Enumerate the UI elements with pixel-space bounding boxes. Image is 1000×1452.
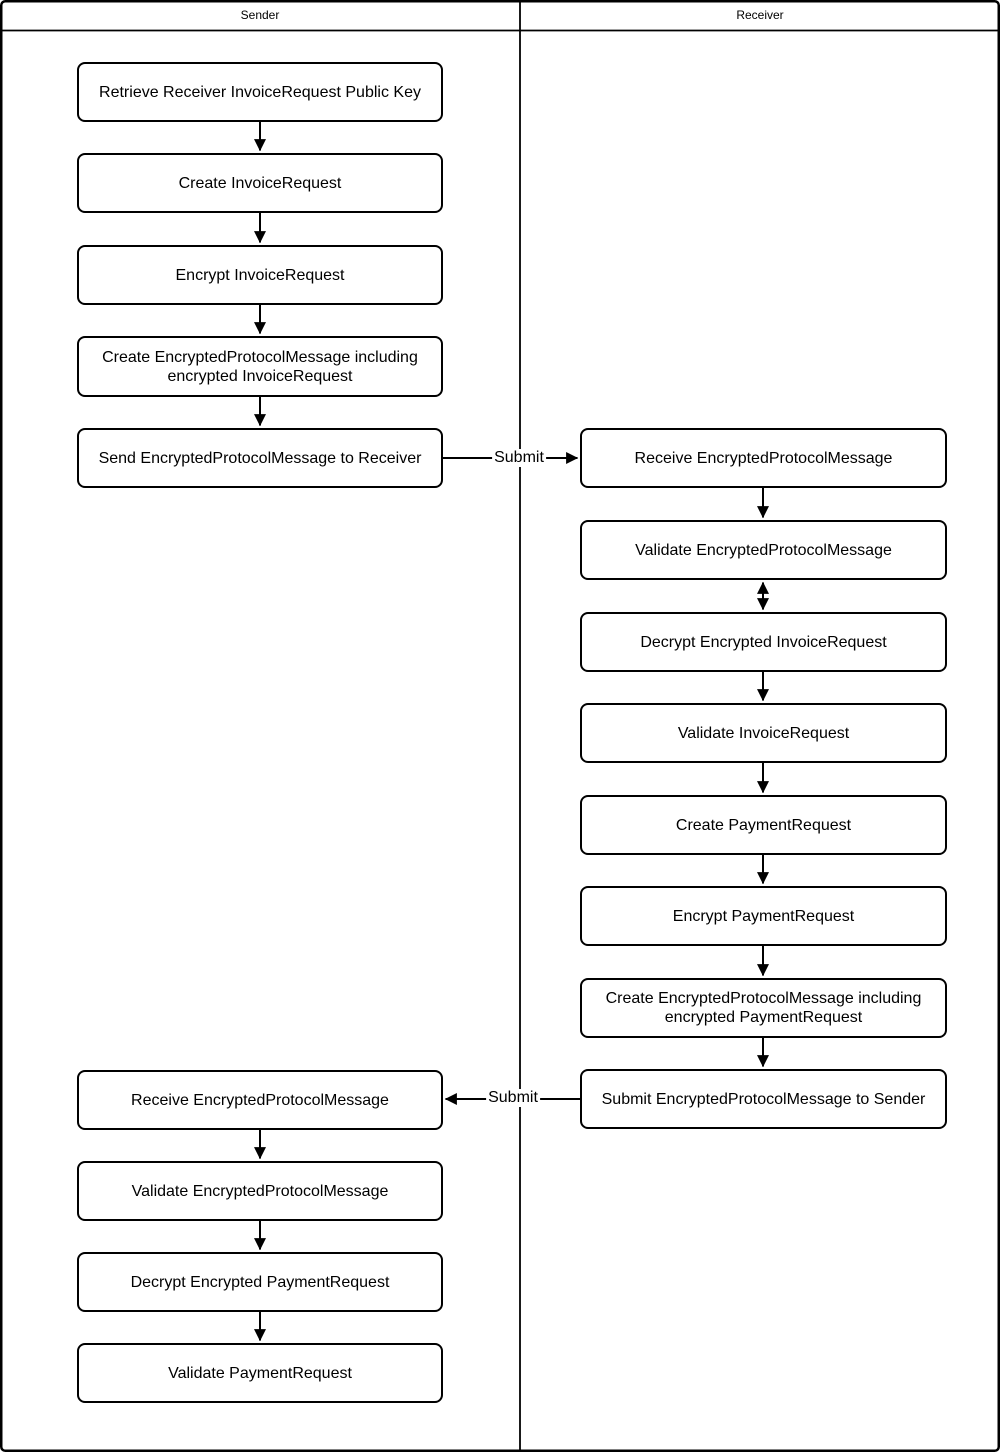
flow-node-create-invoicerequest: Create InvoiceRequest [77,153,443,213]
flow-node-validate-epm-sender: Validate EncryptedProtocolMessage [77,1161,443,1221]
lane-header-receiver: Receiver [520,0,1000,30]
lane-header-sender-label: Sender [240,8,280,22]
edge-label-submit-to-sender: Submit [486,1089,540,1107]
edge-label-submit-to-receiver: Submit [492,449,546,467]
flow-node-decrypt-invoicerequest: Decrypt Encrypted InvoiceRequest [580,612,947,672]
flow-node-validate-paymentrequest: Validate PaymentRequest [77,1343,443,1403]
lane-header-sender: Sender [0,0,520,30]
flow-node-create-epm-invoicerequest: Create EncryptedProtocolMessage includin… [77,336,443,397]
flow-node-retrieve-public-key: Retrieve Receiver InvoiceRequest Public … [77,62,443,122]
flow-node-decrypt-paymentrequest: Decrypt Encrypted PaymentRequest [77,1252,443,1312]
flow-node-submit-epm-to-sender: Submit EncryptedProtocolMessage to Sende… [580,1069,947,1129]
flow-node-validate-epm-receiver: Validate EncryptedProtocolMessage [580,520,947,580]
flow-node-create-epm-paymentrequest: Create EncryptedProtocolMessage includin… [580,978,947,1038]
flow-node-validate-invoicerequest: Validate InvoiceRequest [580,703,947,763]
lane-header-receiver-label: Receiver [736,8,784,22]
flow-node-encrypt-paymentrequest: Encrypt PaymentRequest [580,886,947,946]
flow-node-receive-epm-sender: Receive EncryptedProtocolMessage [77,1070,443,1130]
flow-node-create-paymentrequest: Create PaymentRequest [580,795,947,855]
flow-node-encrypt-invoicerequest: Encrypt InvoiceRequest [77,245,443,305]
flow-node-receive-epm-receiver: Receive EncryptedProtocolMessage [580,428,947,488]
flow-node-send-epm-to-receiver: Send EncryptedProtocolMessage to Receive… [77,428,443,488]
